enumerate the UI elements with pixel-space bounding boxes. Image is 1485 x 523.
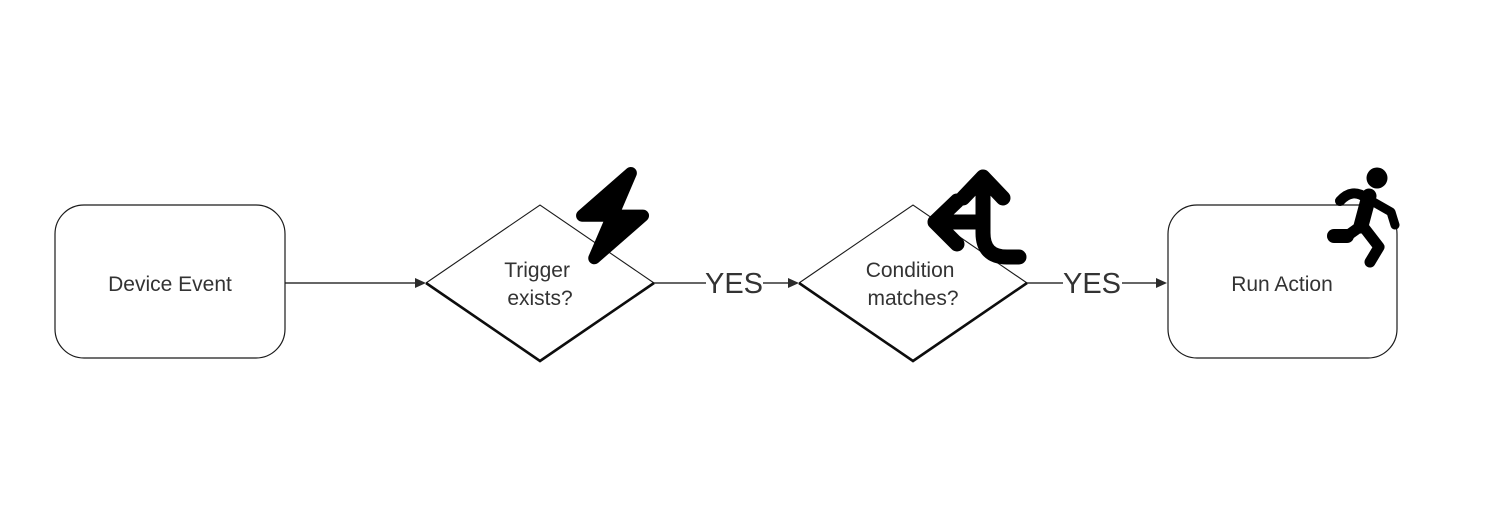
node-run-action: Run Action (1167, 204, 1398, 359)
node-run-action-label: Run Action (1231, 273, 1333, 296)
edge-device-event-to-trigger-exists (285, 278, 426, 288)
arrowhead-icon (1156, 278, 1167, 288)
edge-trigger-exists-to-condition-matches: YES (654, 268, 799, 300)
node-device-event-label: Device Event (108, 273, 232, 296)
node-condition-matches: Condition matches? (798, 204, 1028, 363)
edge-label-yes-1: YES (705, 268, 763, 300)
node-device-event: Device Event (54, 204, 286, 359)
bolt-icon (576, 166, 650, 265)
edge-label-yes-2: YES (1063, 268, 1121, 300)
arrowhead-icon (415, 278, 426, 288)
person-running-icon (1327, 167, 1400, 268)
node-trigger-exists-label: Trigger exists? (504, 259, 576, 310)
arrowhead-icon (788, 278, 799, 288)
edge-condition-matches-to-run-action: YES (1027, 268, 1167, 300)
node-condition-matches-label: Condition matches? (866, 259, 961, 310)
arrows-split-up-and-left-icon (927, 169, 1027, 265)
